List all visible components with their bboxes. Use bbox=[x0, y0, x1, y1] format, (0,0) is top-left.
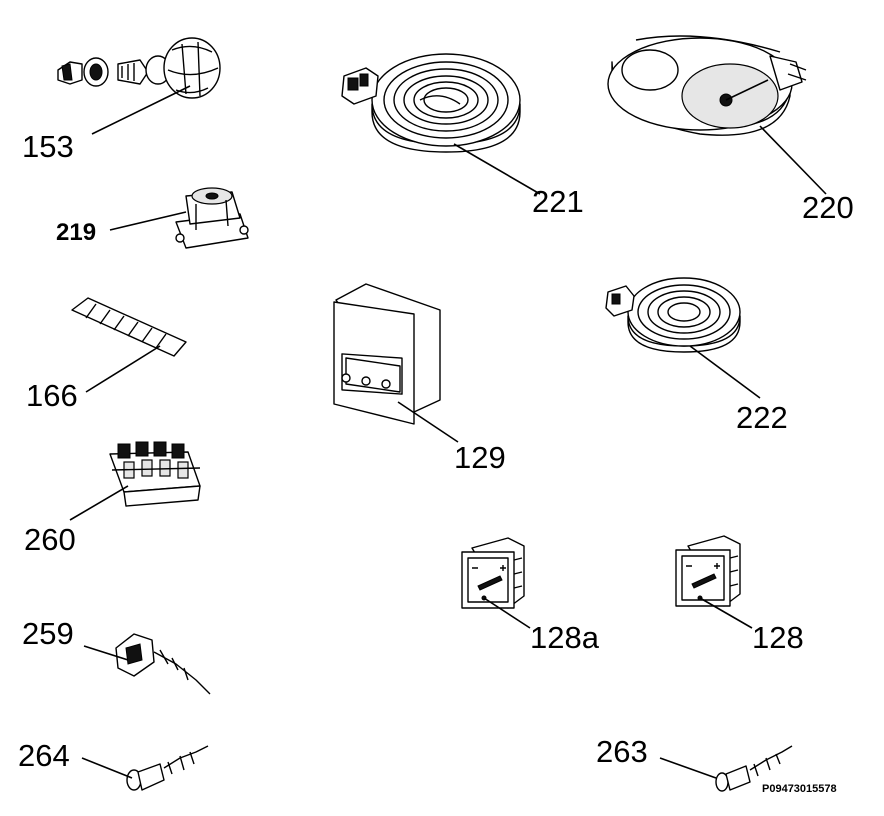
label-221: 221 bbox=[532, 184, 584, 219]
part-128-energy-regulator bbox=[675, 535, 741, 607]
part-221-radiant-element bbox=[341, 53, 521, 153]
part-220-oval-element bbox=[607, 35, 807, 136]
label-222: 222 bbox=[736, 400, 788, 435]
part-128a-energy-regulator bbox=[461, 537, 525, 609]
label-263: 263 bbox=[596, 734, 648, 769]
label-153: 153 bbox=[22, 129, 74, 164]
label-166: 166 bbox=[26, 378, 78, 413]
diagram-reference-code: P09473015578 bbox=[762, 783, 837, 795]
label-264: 264 bbox=[18, 738, 70, 773]
label-259: 259 bbox=[22, 616, 74, 651]
part-219-switch bbox=[175, 187, 249, 249]
label-260: 260 bbox=[24, 522, 76, 557]
label-219: 219 bbox=[56, 219, 96, 246]
part-260-selector-switch bbox=[109, 441, 201, 507]
part-166-strip bbox=[71, 297, 187, 357]
part-129-timer-module bbox=[333, 283, 441, 425]
label-129: 129 bbox=[454, 440, 506, 475]
label-220: 220 bbox=[802, 190, 854, 225]
label-128: 128 bbox=[752, 620, 804, 655]
label-128a: 128a bbox=[530, 620, 600, 655]
part-263-connector bbox=[715, 745, 793, 792]
part-264-connector bbox=[126, 745, 209, 791]
part-222-radiant-element bbox=[605, 277, 741, 353]
part-259-thermostat bbox=[115, 633, 211, 695]
part-153-lamp-assembly bbox=[57, 37, 221, 99]
